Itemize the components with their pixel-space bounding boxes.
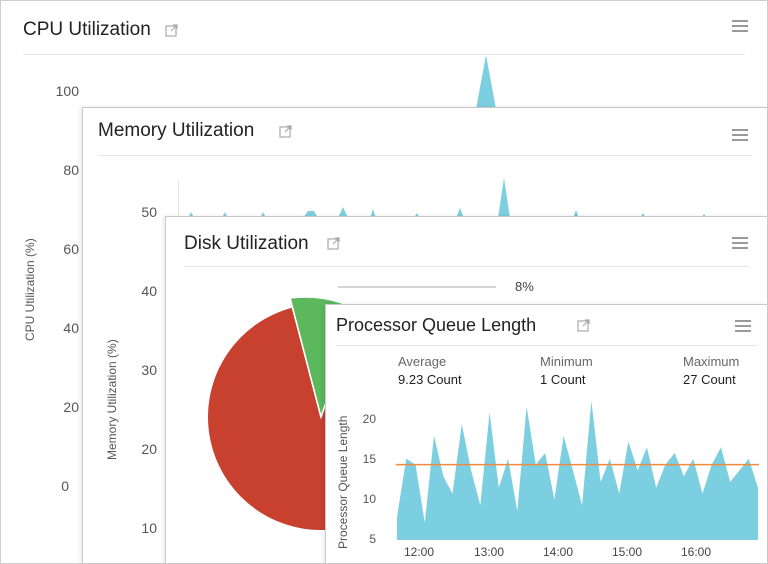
- stat-minimum-value: 1 Count: [540, 372, 586, 387]
- memory-y-tick: 10: [141, 520, 157, 536]
- stat-maximum-label: Maximum: [683, 354, 740, 369]
- stat-average-label: Average: [398, 354, 447, 369]
- pql-y-tick: 10: [362, 492, 376, 506]
- pql-divider: [336, 345, 757, 346]
- pql-x-tick: 13:00: [474, 545, 505, 559]
- stat-maximum-value: 27 Count: [683, 372, 736, 387]
- external-link-icon[interactable]: [577, 319, 590, 332]
- pql-y-tick: 15: [362, 452, 376, 466]
- hamburger-menu-icon[interactable]: [732, 237, 748, 249]
- cpu-divider: [23, 54, 745, 55]
- pql-y-axis-title: Processor Queue Length: [336, 415, 350, 549]
- pql-area-chart: [396, 400, 759, 540]
- cpu-spike: [476, 55, 496, 109]
- hamburger-menu-icon[interactable]: [735, 320, 751, 332]
- disk-divider: [184, 266, 749, 267]
- hamburger-menu-icon[interactable]: [732, 20, 748, 32]
- cpu-y-tick: 80: [63, 162, 79, 178]
- memory-area-spikes: [188, 178, 707, 218]
- cpu-y-tick: 40: [63, 320, 79, 336]
- external-link-icon[interactable]: [279, 125, 292, 138]
- memory-axis-line: [178, 180, 179, 220]
- memory-card-title: Memory Utilization: [98, 120, 255, 141]
- disk-card-title: Disk Utilization: [184, 233, 309, 254]
- pql-x-tick: 12:00: [404, 545, 435, 559]
- pql-card-title: Processor Queue Length: [336, 315, 537, 335]
- cpu-y-axis-title: CPU Utilization (%): [23, 238, 37, 341]
- pql-x-tick: 15:00: [612, 545, 643, 559]
- pql-series-area: [397, 400, 758, 540]
- pql-x-tick: 16:00: [681, 545, 712, 559]
- pql-y-tick: 5: [369, 532, 376, 546]
- processor-queue-length-card: Processor Queue Length Average 9.23 Coun…: [325, 304, 768, 564]
- memory-y-axis-title: Memory Utilization (%): [105, 339, 119, 460]
- memory-divider: [98, 155, 752, 156]
- memory-y-tick: 30: [141, 362, 157, 378]
- memory-y-tick: 50: [141, 204, 157, 220]
- pie-slice-label: 8%: [515, 279, 534, 294]
- cpu-card-title: CPU Utilization: [23, 19, 151, 40]
- cpu-y-tick: 20: [63, 399, 79, 415]
- memory-y-tick: 40: [141, 283, 157, 299]
- pql-y-tick: 20: [362, 412, 376, 426]
- external-link-icon[interactable]: [165, 24, 178, 37]
- stat-minimum-label: Minimum: [540, 354, 593, 369]
- external-link-icon[interactable]: [327, 237, 340, 250]
- cpu-y-tick: 60: [63, 241, 79, 257]
- cpu-y-tick: 100: [55, 83, 79, 99]
- cpu-y-tick: 0: [61, 478, 69, 494]
- pql-x-tick: 14:00: [543, 545, 574, 559]
- memory-y-tick: 20: [141, 441, 157, 457]
- hamburger-menu-icon[interactable]: [732, 129, 748, 141]
- stat-average-value: 9.23 Count: [398, 372, 462, 387]
